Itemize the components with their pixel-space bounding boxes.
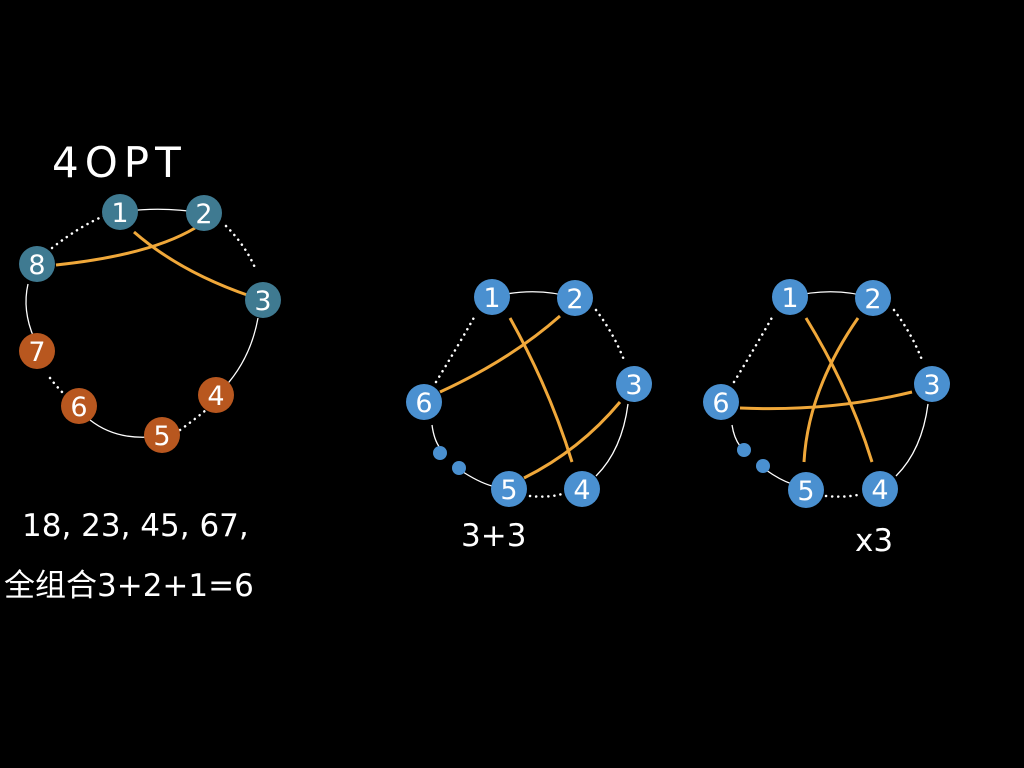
node-label: 2: [566, 284, 583, 315]
node-6: 6: [703, 384, 739, 420]
new-edge-1-3: [133, 230, 251, 298]
node-5: 5: [144, 417, 180, 453]
node-2: 2: [557, 280, 593, 316]
node-label: 1: [111, 198, 128, 229]
node-label: 4: [207, 381, 224, 412]
middle-diagram-caption: 3+3: [461, 518, 527, 554]
node-7: 7: [19, 333, 55, 369]
node-label: 3: [254, 286, 271, 317]
node-label: 4: [573, 475, 590, 506]
node-2: 2: [855, 280, 891, 316]
edge-tail-5: [459, 469, 493, 487]
node-1: 1: [474, 279, 510, 315]
edge-6-tail: [431, 424, 441, 449]
node-2: 2: [186, 195, 222, 231]
node-label: 5: [153, 421, 170, 452]
dotted-edge-4-5: [178, 408, 208, 432]
node-label: 6: [712, 388, 729, 419]
middle-tour-diagram: 1 2 3 4 5 6: [406, 279, 652, 507]
right-tour-diagram: 1 2 3 4 5 6: [703, 279, 950, 508]
node-4: 4: [564, 471, 600, 507]
edge-6-tail: [731, 424, 741, 447]
edge-tail-5: [765, 469, 793, 485]
dotted-edge-8-1: [50, 214, 106, 250]
combination-count-text: 全组合3+2+1=6: [4, 568, 254, 604]
dotted-edge-2-3: [892, 308, 924, 362]
tail-dot: [737, 443, 751, 457]
dotted-edge-6-1: [732, 312, 776, 384]
node-label: 8: [28, 250, 45, 281]
node-4: 4: [198, 377, 234, 413]
new-edge-8-2: [55, 226, 196, 267]
dotted-edge-6-7: [48, 376, 66, 396]
node-label: 7: [28, 337, 45, 368]
left-tour-diagram: 1 2 3 8 7 6 5 4: [19, 194, 281, 453]
node-3: 3: [914, 366, 950, 402]
new-edge-1-4: [508, 317, 574, 463]
tail-dot: [433, 446, 447, 460]
dotted-edge-5-4: [824, 492, 864, 498]
node-5: 5: [788, 472, 824, 508]
node-3: 3: [616, 366, 652, 402]
node-3: 3: [245, 282, 281, 318]
right-diagram-caption: x3: [855, 523, 894, 559]
node-label: 2: [864, 284, 881, 315]
node-label: 1: [483, 283, 500, 314]
node-5: 5: [491, 471, 527, 507]
node-label: 5: [797, 476, 814, 507]
node-1: 1: [772, 279, 808, 315]
new-edge-1-4: [804, 317, 874, 463]
new-edge-6-3: [739, 390, 913, 411]
node-label: 6: [70, 392, 87, 423]
node-label: 6: [415, 388, 432, 419]
edge-3-4: [595, 403, 629, 477]
node-6: 6: [406, 384, 442, 420]
slide-title: 4OPT: [52, 138, 187, 187]
node-label: 3: [625, 370, 642, 401]
edge-7-8: [25, 283, 35, 339]
node-8: 8: [19, 246, 55, 282]
dotted-edge-2-3: [594, 308, 626, 362]
node-label: 1: [781, 283, 798, 314]
dotted-edge-6-1: [434, 312, 478, 384]
node-6: 6: [61, 388, 97, 424]
tail-dot: [756, 459, 770, 473]
new-edge-6-2: [439, 314, 561, 394]
node-label: 5: [500, 475, 517, 506]
tail-dot: [452, 461, 466, 475]
node-1: 1: [102, 194, 138, 230]
node-4: 4: [862, 471, 898, 507]
node-label: 2: [195, 199, 212, 230]
pair-list-text: 18, 23, 45, 67,: [22, 508, 249, 544]
new-edge-2-5: [802, 317, 860, 463]
node-label: 4: [871, 475, 888, 506]
node-label: 3: [923, 370, 940, 401]
edge-3-4: [895, 403, 929, 477]
new-edge-5-3: [523, 401, 622, 480]
dotted-edge-2-3: [224, 224, 258, 272]
dotted-edge-5-4: [528, 492, 564, 498]
